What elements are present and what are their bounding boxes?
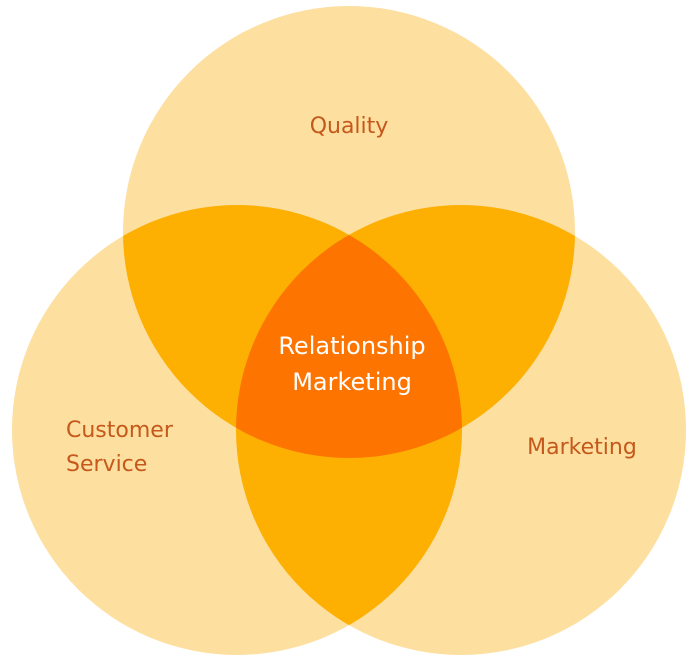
label-marketing: Marketing xyxy=(527,435,637,460)
label-quality: Quality xyxy=(310,114,389,139)
label-customer-service-line1: Customer xyxy=(66,418,174,443)
label-customer-service-line2: Service xyxy=(66,452,147,477)
label-relationship-marketing-line2: Marketing xyxy=(292,368,412,396)
label-relationship-marketing-line1: Relationship xyxy=(278,332,425,360)
